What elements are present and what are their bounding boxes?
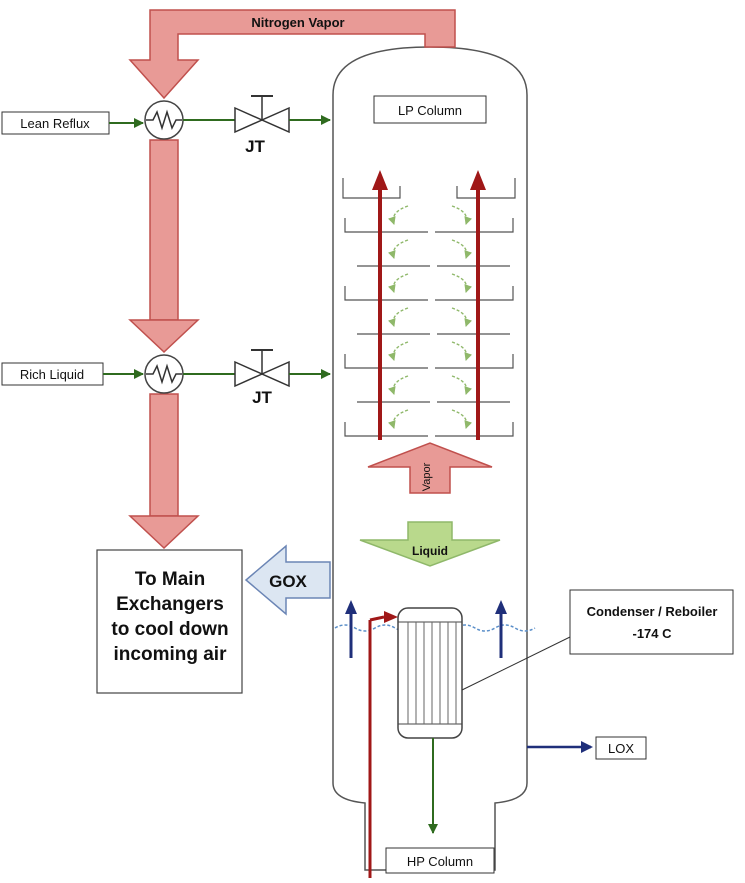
condenser-label-line-1: Condenser / Reboiler <box>587 604 718 619</box>
liquid-arrow <box>359 521 501 567</box>
tray <box>344 218 514 233</box>
liquid-flow-swirl <box>387 307 409 327</box>
rich-liquid-label: Rich Liquid <box>20 367 84 382</box>
main-exchangers-line-3: to cool down <box>111 619 228 640</box>
main-exchangers-line-2: Exchangers <box>116 594 224 615</box>
gox-label: GOX <box>269 572 307 591</box>
gox-riser-left-head <box>345 600 357 614</box>
pink-pipe-arrowhead <box>128 515 200 550</box>
nitrogen-vapor-label: Nitrogen Vapor <box>251 15 344 30</box>
vapor-label: Vapor <box>421 462 433 491</box>
gox-riser-right-head <box>495 600 507 614</box>
liquid-flow-swirl <box>451 409 473 429</box>
nitrogen-riser-head <box>384 611 398 623</box>
lp-column-box <box>373 95 487 124</box>
tray <box>344 422 514 437</box>
main-exchangers-line-1: To Main <box>135 569 205 590</box>
main-exchangers-line-4: incoming air <box>114 644 228 665</box>
liquid-flow-swirl <box>387 239 409 259</box>
lp-column-label: LP Column <box>398 103 462 118</box>
liquid-flow-swirl <box>387 409 409 429</box>
jt-label-bottom: JT <box>252 388 272 407</box>
jt-label-top: JT <box>245 137 265 156</box>
nitrogen-riser-top <box>369 615 385 622</box>
tray <box>456 178 516 199</box>
lox-label: LOX <box>608 741 634 756</box>
jt-valve-top <box>234 95 290 134</box>
lean-reflux-label: Lean Reflux <box>20 116 90 131</box>
tray <box>342 178 401 199</box>
lox-box <box>595 736 647 760</box>
heat-exchanger-bottom <box>144 354 184 394</box>
column-trays <box>342 178 516 437</box>
condenser-callout-line <box>461 636 571 691</box>
tray <box>344 286 514 301</box>
liquid-flow-swirl <box>451 205 473 225</box>
vapor-arrow <box>367 442 493 494</box>
condenser-label-line-2: -174 C <box>632 626 672 641</box>
condenser-box <box>569 589 734 655</box>
liquid-flow-swirl <box>451 375 473 395</box>
liquid-label: Liquid <box>412 544 448 558</box>
hp-column-box <box>385 847 495 874</box>
hp-column-label: HP Column <box>407 854 473 869</box>
pink-pipe-segment <box>149 139 179 321</box>
jt-valve-bottom <box>234 349 290 388</box>
heat-exchanger-top <box>144 100 184 140</box>
pink-pipe-segment <box>149 393 179 517</box>
vapor-riser-left-head <box>372 170 388 190</box>
nitrogen-vapor-pipe <box>128 9 456 100</box>
condenser-reboiler <box>397 607 463 739</box>
gox-arrow <box>244 544 331 616</box>
main-exchangers-box <box>96 549 243 694</box>
liquid-flow-swirl <box>387 273 409 293</box>
liquid-flow-swirl <box>451 341 473 361</box>
liquid-flow-swirl <box>451 273 473 293</box>
vapor-riser-right-head <box>470 170 486 190</box>
liquid-flow-swirl <box>387 341 409 361</box>
liquid-flow-swirl <box>451 239 473 259</box>
liquid-flow-swirl <box>387 205 409 225</box>
liquid-flow-swirl <box>451 307 473 327</box>
tray <box>344 354 514 369</box>
pink-pipe-arrowhead <box>128 319 200 354</box>
liquid-flow-swirl <box>387 375 409 395</box>
